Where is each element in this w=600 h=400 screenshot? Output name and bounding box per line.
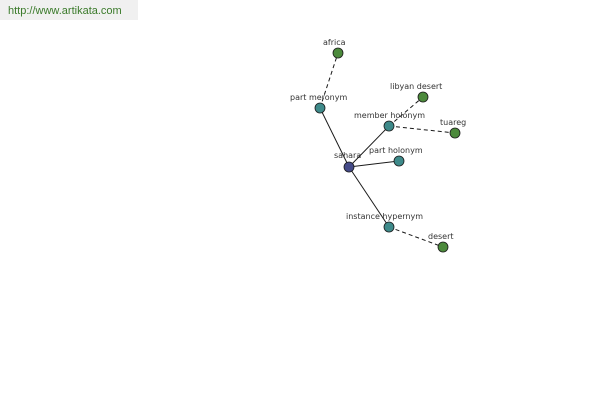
- node-label-part-holonym[interactable]: part holonym: [369, 146, 423, 155]
- node-label-sahara[interactable]: sahara: [334, 151, 361, 160]
- node-label-libyan-desert[interactable]: libyan desert: [390, 82, 442, 91]
- edge-sahara-part-meronym: [319, 107, 350, 168]
- node-desert[interactable]: [437, 241, 449, 253]
- node-africa[interactable]: [332, 47, 344, 59]
- edge-instance-hypernym-desert: [388, 226, 444, 248]
- node-label-member-holonym[interactable]: member holonym: [354, 111, 425, 120]
- node-label-africa[interactable]: africa: [323, 38, 346, 47]
- node-part-holonym[interactable]: [393, 155, 405, 167]
- graph-labels: sahara part meronym member holonym part hol…: [290, 38, 466, 241]
- edge-sahara-member-holonym: [348, 125, 390, 168]
- graph-nodes: [314, 47, 461, 253]
- node-label-tuareg[interactable]: tuareg: [440, 118, 466, 127]
- node-label-instance-hypernym[interactable]: instance hypernym: [346, 212, 423, 221]
- node-tuareg[interactable]: [449, 127, 461, 139]
- node-instance-hypernym[interactable]: [383, 221, 395, 233]
- edge-sahara-part-holonym: [348, 160, 400, 168]
- node-label-desert[interactable]: desert: [428, 232, 454, 241]
- node-member-holonym[interactable]: [383, 120, 395, 132]
- edge-member-holonym-libyan-desert: [388, 96, 424, 127]
- edge-part-meronym-africa: [319, 52, 339, 109]
- edge-sahara-instance-hypernym: [348, 166, 390, 228]
- graph-edges: [319, 52, 456, 248]
- node-label-part-meronym[interactable]: part meronym: [290, 93, 347, 102]
- node-sahara[interactable]: [343, 161, 355, 173]
- node-part-meronym[interactable]: [314, 102, 326, 114]
- edge-member-holonym-tuareg: [388, 125, 456, 134]
- source-url-link[interactable]: http://www.artikata.com: [0, 0, 138, 20]
- node-libyan-desert[interactable]: [417, 91, 429, 103]
